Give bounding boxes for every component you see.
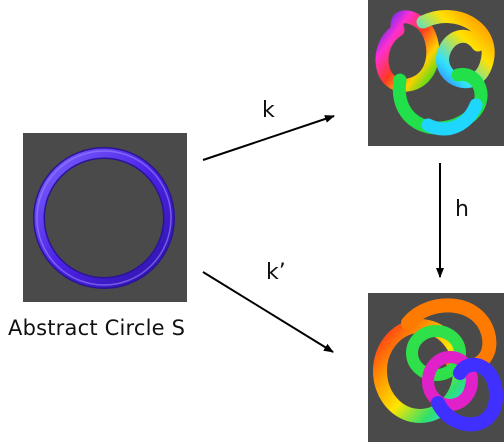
circle-tube: [34, 148, 174, 288]
deformed-knot-image: [373, 298, 503, 432]
circle-highlight: [36, 150, 172, 286]
trefoil-knot-image: [375, 10, 495, 136]
circle-image: [33, 147, 175, 289]
trefoil-lobe-left: [375, 10, 440, 92]
deformed-knot-panel: [368, 293, 504, 442]
knot-magenta-loop: [422, 351, 478, 411]
abstract-circle-caption: Abstract Circle S: [8, 316, 186, 340]
trefoil-lobe-bottom-cyan: [421, 98, 483, 136]
trefoil-knot-panel: [368, 0, 504, 146]
map-label-k: k: [262, 98, 275, 123]
abstract-circle-panel: [23, 133, 187, 302]
map-label-h: h: [455, 197, 469, 222]
knot-blue-loop: [431, 357, 503, 432]
map-label-k-prime: k’: [266, 260, 286, 285]
